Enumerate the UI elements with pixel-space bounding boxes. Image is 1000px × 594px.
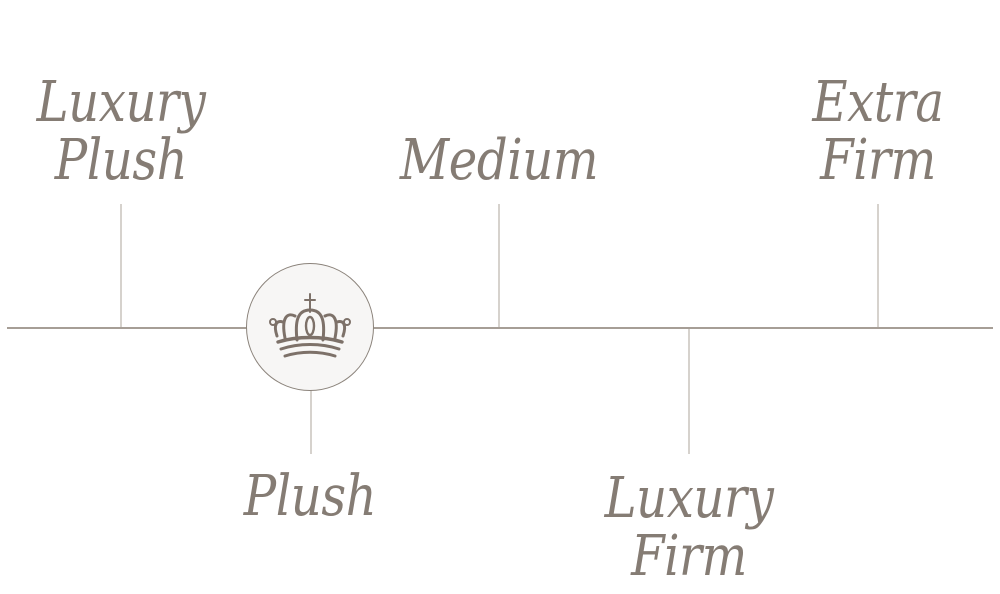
level-label-luxury-plush: Luxury Plush <box>37 74 206 190</box>
level-label-line: Luxury <box>36 70 206 135</box>
level-label-extra-firm: Extra Firm <box>812 70 944 193</box>
tick-medium <box>498 204 500 328</box>
level-label-luxury-firm: Luxury Firm <box>605 470 774 586</box>
tick-luxury-plush <box>120 204 122 328</box>
level-label-medium: Medium <box>399 128 599 193</box>
tick-luxury-firm <box>688 328 690 454</box>
level-label-line: Extra <box>812 70 944 135</box>
level-label-line: Plush <box>54 128 188 193</box>
level-label-plush: Plush <box>243 464 377 529</box>
level-label-line: Luxury <box>604 466 774 531</box>
crown-icon <box>269 293 351 358</box>
tick-extra-firm <box>877 204 879 328</box>
level-label-line: Firm <box>820 128 936 193</box>
scale-line <box>7 327 993 329</box>
level-label-line: Firm <box>631 524 747 589</box>
level-label-line: Medium <box>399 128 599 193</box>
tick-plush <box>310 390 312 454</box>
level-label-line: Plush <box>243 464 377 529</box>
selected-level-badge <box>246 263 374 391</box>
